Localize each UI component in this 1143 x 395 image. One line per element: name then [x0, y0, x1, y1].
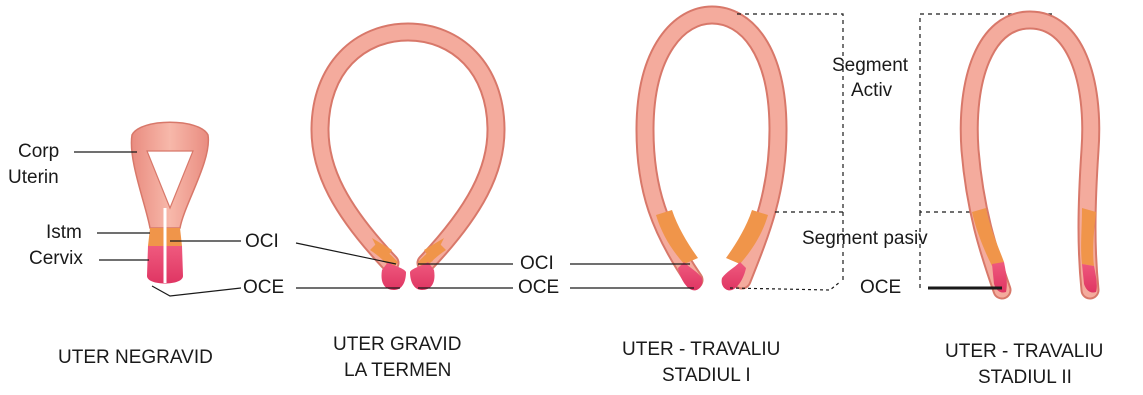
uterus-labor-1: [645, 15, 778, 290]
caption-travaliu2-line1: UTER - TRAVALIU: [945, 340, 1103, 364]
label-istm: Istm: [46, 222, 82, 244]
label-segment-activ-line2: Activ: [851, 80, 892, 102]
uterus-wall: [645, 15, 778, 280]
uterus-nonpregnant: [131, 122, 208, 283]
label-oci-1: OCI: [245, 231, 279, 253]
uterus-term: [320, 32, 496, 290]
caption-gravid-line2: LA TERMEN: [344, 359, 451, 383]
uterus-labor-2: [969, 20, 1097, 293]
label-cervix: Cervix: [29, 248, 83, 270]
label-segment-activ-line1: Segment: [832, 55, 908, 77]
label-corp: Corp: [18, 141, 59, 163]
caption-negravid: UTER NEGRAVID: [58, 346, 213, 370]
label-oce-3: OCE: [860, 277, 901, 299]
label-oce-2: OCE: [518, 277, 559, 299]
isthmus: [972, 208, 1096, 266]
caption-gravid-line1: UTER GRAVID: [333, 333, 461, 357]
uterus-wall: [320, 32, 496, 263]
label-segment-pasiv: Segment pasiv: [802, 228, 928, 250]
caption-travaliu1-line1: UTER - TRAVALIU: [622, 338, 780, 362]
caption-travaliu1-line2: STADIUL I: [662, 364, 751, 388]
label-uterin: Uterin: [8, 167, 59, 189]
cervix: [678, 262, 746, 290]
label-oce-1: OCE: [243, 277, 284, 299]
cervix: [382, 262, 435, 290]
leader-oce-1: [152, 286, 241, 296]
label-oci-2: OCI: [520, 253, 554, 275]
caption-travaliu2-line2: STADIUL II: [978, 366, 1072, 390]
